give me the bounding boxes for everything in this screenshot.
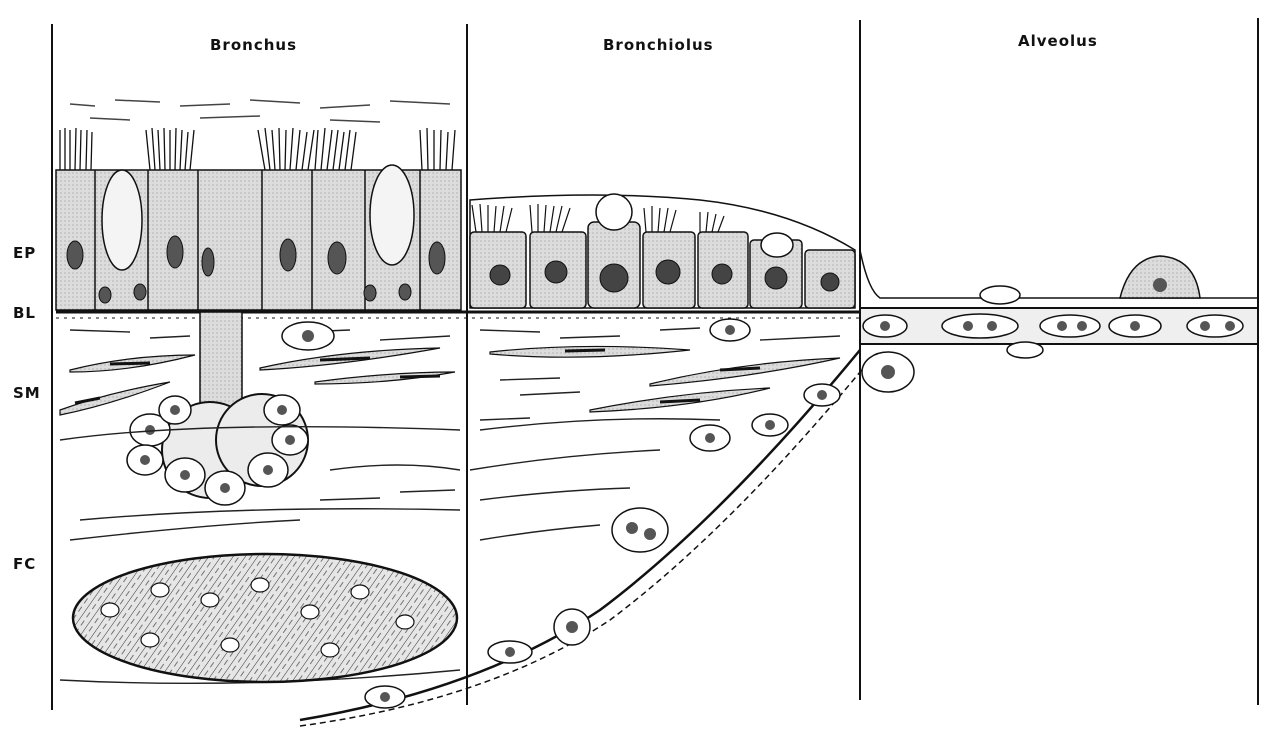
layer-label-bl: BL — [13, 304, 36, 322]
column-title-alveolus: Alveolus — [1018, 32, 1098, 50]
submucosal-gland — [127, 312, 308, 505]
column-title-bronchiolus: Bronchiolus — [603, 36, 714, 54]
bronchus-epithelium — [56, 165, 461, 310]
cartilage-plate — [73, 554, 457, 682]
lumen-mucus-marks — [70, 100, 450, 122]
layer-label-fc: FC — [13, 555, 36, 573]
bronchiolus-epithelium — [470, 194, 855, 308]
column-title-bronchus: Bronchus — [210, 36, 297, 54]
layer-label-ep: EP — [13, 244, 36, 262]
layer-label-sm: SM — [13, 384, 41, 402]
bronchus-cilia — [60, 128, 455, 170]
alveolar-wall — [860, 250, 1258, 358]
